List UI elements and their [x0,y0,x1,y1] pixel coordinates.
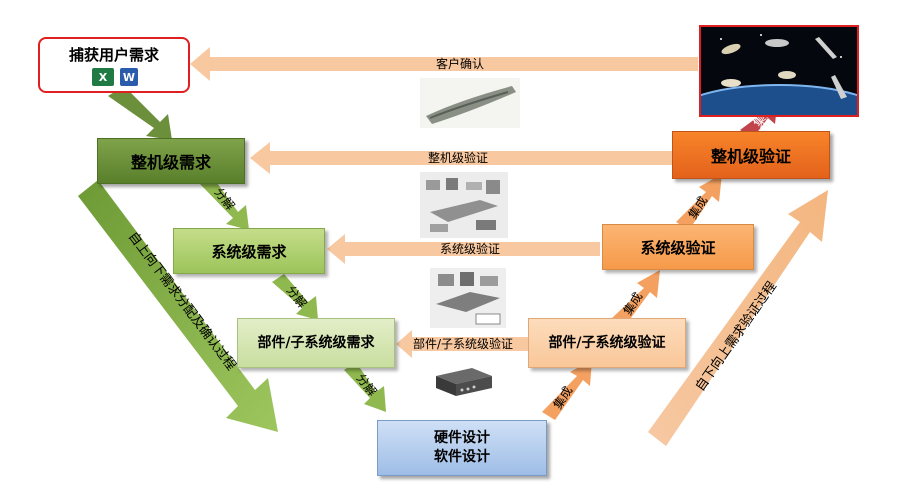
vehicle-verification-label: 整机级验证 [710,147,791,166]
device-box-image [432,362,496,400]
vehicle-requirements-label: 整机级需求 [130,153,211,172]
label-vehicle-verify: 整机级验证 [428,150,488,165]
vehicle-verification: 整机级验证 [672,131,830,179]
hardware-software-design: 硬件设计 软件设计 [377,420,547,476]
arrow-system-verify [327,234,600,264]
arrow-integrate-2 [612,270,660,326]
component-parts-image [430,268,506,328]
system-requirements: 系统级需求 [173,228,325,274]
diagonal-arrow-right [648,190,828,446]
system-verification: 系统级验证 [602,224,754,270]
device-box-illustration [436,368,492,396]
arrow-integrate-3 [676,174,722,230]
diagonal-arrow-left [78,180,278,432]
space-image [699,25,859,117]
system-requirements-label: 系统级需求 [211,242,287,261]
arrow-vehicle-verify [250,142,672,174]
arrow-customer-confirm [190,47,698,81]
system-parts-illustration [420,172,508,238]
diagonal-label-right: 自下向上需求验证过程 [692,279,780,395]
arrow-decompose-2 [272,274,318,320]
component-verification-label: 部件/子系统级验证 [548,334,666,351]
arrow-capture-to-vehicle [108,86,172,140]
word-icon: W [120,68,138,86]
file-icons: X W [92,68,138,86]
rocket-image [420,78,520,128]
arrow-integrate-1 [542,360,592,420]
label-component-verify: 部件/子系统级验证 [413,336,513,351]
space-illustration [701,34,857,115]
capture-requirements-box: 捕获用户需求 X W [38,37,190,93]
arrow-decompose-3 [344,362,386,412]
component-parts-illustration [430,268,506,328]
component-requirements-label: 部件/子系统级需求 [257,334,375,351]
arrow-decompose-1 [200,176,249,230]
capture-requirements-title: 捕获用户需求 [68,46,159,64]
system-verification-label: 系统级验证 [640,238,716,257]
rocket-illustration [420,78,520,128]
component-verification: 部件/子系统级验证 [528,318,686,368]
system-parts-image [420,172,508,238]
vehicle-requirements: 整机级需求 [97,138,245,184]
label-system-verify: 系统级验证 [440,241,500,256]
label-customer-confirm: 客户确认 [436,56,484,71]
software-design-label: 软件设计 [434,449,490,465]
arrow-component-verify [396,330,528,358]
hardware-design-label: 硬件设计 [434,430,490,447]
component-requirements: 部件/子系统级需求 [237,318,395,368]
excel-icon: X [92,68,114,86]
